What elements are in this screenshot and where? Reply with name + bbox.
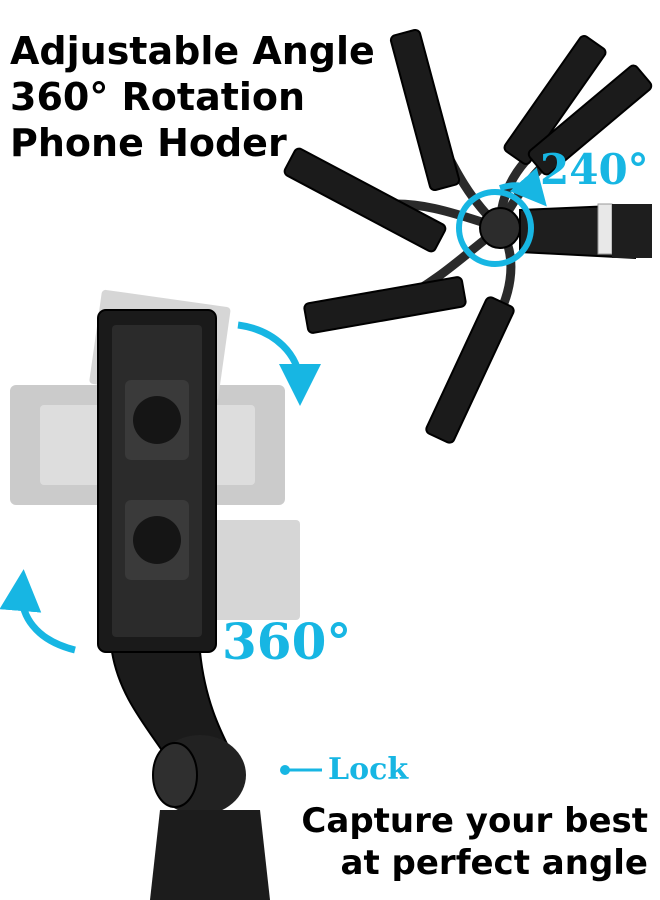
main-phone-holder xyxy=(97,309,270,900)
tagline-line-2: at perfect angle xyxy=(340,843,649,883)
headline-line-1: Adjustable Angle xyxy=(10,29,375,73)
headline-line-3: Phone Hoder xyxy=(10,121,287,165)
fan-rotation-illustration xyxy=(283,28,653,444)
lock-label: Lock xyxy=(328,752,409,787)
rotate-arrow-left xyxy=(0,569,76,654)
headline-line-2: 360° Rotation xyxy=(10,75,306,119)
tagline-line-1: Capture your best xyxy=(301,801,648,841)
rotation-360-label: 360° xyxy=(222,612,352,671)
rotate-arrow-top xyxy=(237,321,321,406)
lock-pointer-dot xyxy=(280,765,290,775)
headline: Adjustable Angle 360° Rotation Phone Hod… xyxy=(10,28,375,166)
tagline: Capture your best at perfect angle xyxy=(301,800,648,884)
rotation-240-label: 240° xyxy=(540,145,649,194)
